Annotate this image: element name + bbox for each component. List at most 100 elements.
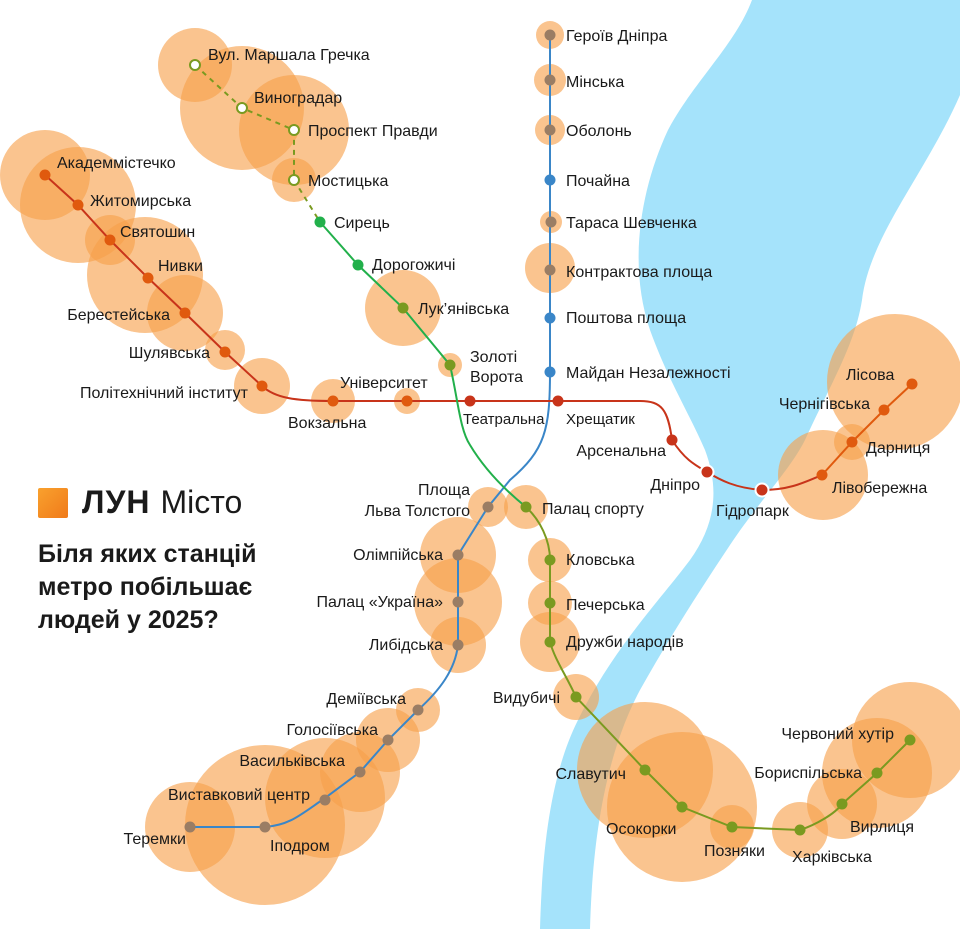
label-teatralna: Театральна (463, 411, 545, 428)
station-ploshcha-lva-tolstoho (482, 501, 494, 513)
label-ploshcha-1: Площа (418, 482, 470, 499)
label-beresteiska: Берестейська (67, 307, 170, 324)
station-arsenalna (666, 434, 678, 446)
label-zoloti-vorota-2: Ворота (470, 369, 523, 386)
label-lukianivska: Лук’янівська (418, 301, 509, 318)
label-pochaina: Почайна (566, 173, 630, 190)
station-sviatoshyn (104, 234, 116, 246)
label-zoloti-vorota-1: Золоті (470, 349, 517, 366)
station-vyrlytsia (836, 798, 848, 810)
red-line-east (821, 383, 913, 476)
label-hidropark: Гідропарк (716, 503, 790, 520)
station-dnipro (699, 464, 715, 480)
station-pochaina (544, 174, 556, 186)
station-chernihivska (878, 404, 890, 416)
stations (39, 29, 918, 836)
label-teremky: Теремки (123, 831, 186, 848)
brand-logo: ЛУН Місто (38, 484, 242, 521)
station-lisova (906, 378, 918, 390)
label-kontraktova: Контрактова площа (566, 264, 712, 281)
label-poshtova: Поштова площа (566, 310, 686, 327)
station-akademmistechko (39, 169, 51, 181)
label-dorohozhychi: Дорогожичі (372, 257, 455, 274)
station-kontraktova (544, 264, 556, 276)
label-holosiivska: Голосіївська (287, 722, 379, 739)
station-prospekt-pravdy (288, 124, 300, 136)
label-osokorky: Осокорки (606, 821, 676, 838)
station-obolon (544, 124, 556, 136)
label-akademmistechko: Академмістечко (57, 155, 176, 172)
label-ipodrom: Іподром (270, 838, 330, 855)
station-lukianivska (397, 302, 409, 314)
station-politekh (256, 380, 268, 392)
station-slavutych (639, 764, 651, 776)
station-pecherska (544, 597, 556, 609)
label-shuliavska: Шулявська (129, 345, 210, 362)
station-marshala-hrechka (189, 59, 201, 71)
station-zhytomyrska (72, 199, 84, 211)
dnipro-river (540, 0, 960, 929)
station-vydubychi (570, 691, 582, 703)
station-darnytsia (846, 436, 858, 448)
station-geroiv-dnipra (544, 29, 556, 41)
station-pozniaky (726, 821, 738, 833)
green-line-south (525, 506, 911, 832)
station-khreshchatyk (552, 395, 564, 407)
label-boryspilska: Бориспільська (754, 765, 862, 782)
brand-misto: Місто (160, 484, 243, 520)
label-pecherska: Печерська (566, 597, 645, 614)
label-tarasa-shevchenka: Тараса Шевченка (566, 215, 697, 232)
brand-square-icon (38, 487, 68, 518)
station-tarasa-shevchenka (545, 216, 557, 228)
station-demiivska (412, 704, 424, 716)
station-teatralna (464, 395, 476, 407)
station-chervonyi-khutir (904, 734, 916, 746)
label-maidan: Майдан Незалежності (566, 365, 731, 382)
label-vokzalna: Вокзальна (288, 415, 366, 432)
label-arsenalna: Арсенальна (576, 443, 666, 460)
label-prospekt-pravdy: Проспект Правди (308, 123, 438, 140)
label-chernihivska: Чернігівська (779, 396, 870, 413)
label-klovska: Кловська (566, 552, 635, 569)
label-obolon: Оболонь (566, 123, 632, 140)
brand-lun: ЛУН (82, 484, 151, 520)
station-boryspilska (871, 767, 883, 779)
label-nyvky: Нивки (158, 258, 203, 275)
label-syrets: Сирець (334, 215, 390, 232)
label-demiivska: Деміївська (326, 691, 406, 708)
station-teremky (184, 821, 196, 833)
station-maidan (544, 366, 556, 378)
label-ploshcha-2: Льва Толстого (365, 503, 470, 520)
station-mostytska (288, 174, 300, 186)
label-pozniaky: Позняки (704, 843, 765, 860)
label-marshala-hrechka: Вул. Маршала Гречка (208, 47, 370, 64)
station-nyvky (142, 272, 154, 284)
label-vasylkivska: Васильківська (239, 753, 345, 770)
station-hidropark (754, 482, 770, 498)
blue-line (190, 35, 551, 828)
station-kharkivska (794, 824, 806, 836)
station-labels: Героїв Дніпра Мінська Оболонь Почайна Та… (57, 28, 930, 866)
label-vydubychi: Видубичі (493, 690, 560, 707)
station-osokorky (676, 801, 688, 813)
label-lisova: Лісова (846, 367, 894, 384)
station-zoloti-vorota (444, 359, 456, 371)
label-druzhby-narodiv: Дружби народів (566, 634, 684, 651)
station-palats-sportu (520, 501, 532, 513)
label-mostytska: Мостицька (308, 173, 389, 190)
station-shuliavska (219, 346, 231, 358)
station-vasylkivska (354, 766, 366, 778)
station-klovska (544, 554, 556, 566)
station-universytet (401, 395, 413, 407)
station-olimpiiska (452, 549, 464, 561)
label-politekh: Політехнічний інститут (80, 385, 249, 402)
label-palats-sportu: Палац спорту (542, 501, 644, 518)
station-syrets (314, 216, 326, 228)
label-olimpiiska: Олімпійська (353, 547, 443, 564)
station-lybidska (452, 639, 464, 651)
label-slavutych: Славутич (555, 766, 626, 783)
label-chervonyi-khutir: Червоний хутір (781, 726, 894, 743)
station-beresteiska (179, 307, 191, 319)
label-dnipro: Дніпро (650, 477, 700, 494)
